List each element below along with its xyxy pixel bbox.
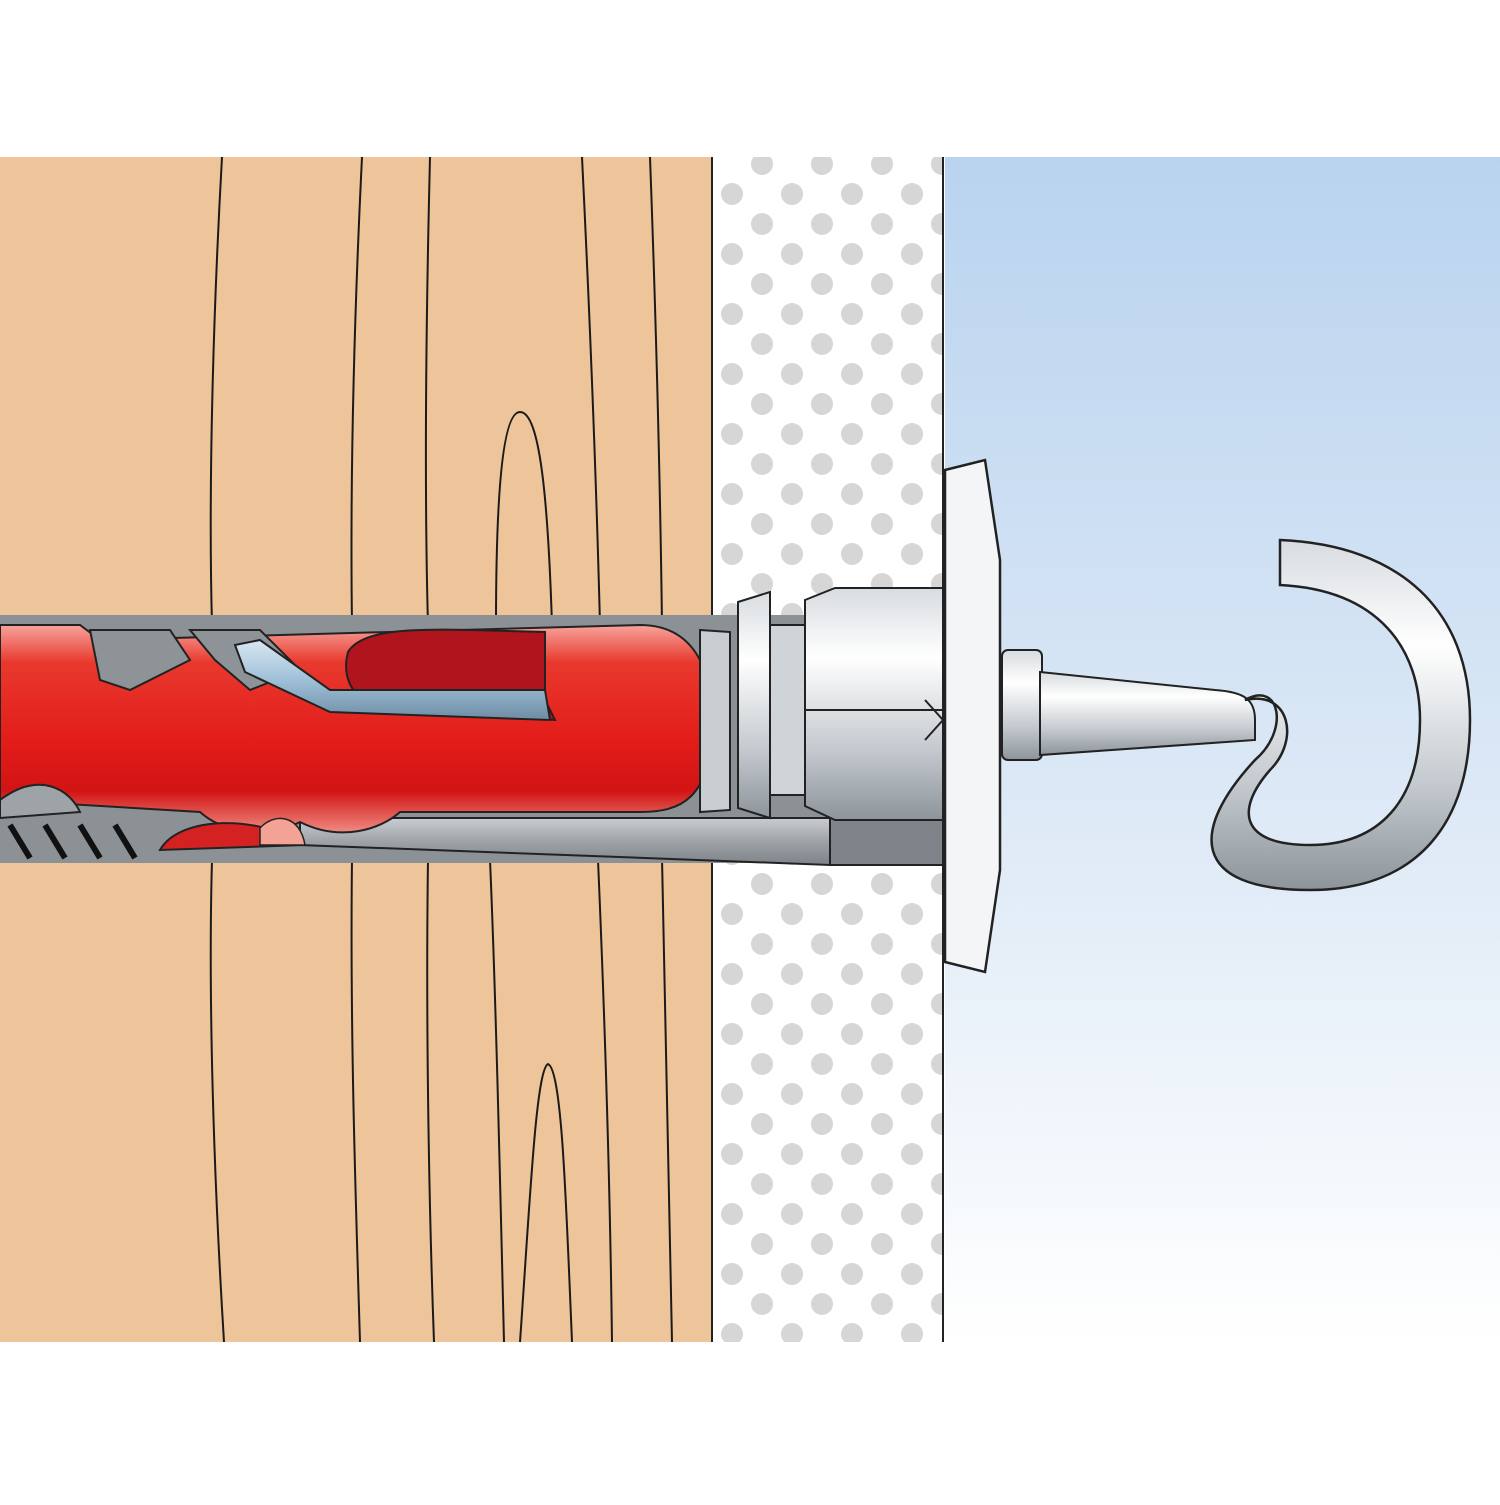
screw-thread	[7, 823, 138, 860]
metal-collar	[699, 587, 945, 821]
flange-washer	[943, 458, 1002, 974]
screw-hook-icon	[1001, 538, 1472, 892]
wood-grain-lines	[209, 156, 673, 1343]
wall-plug-icon	[0, 623, 714, 852]
